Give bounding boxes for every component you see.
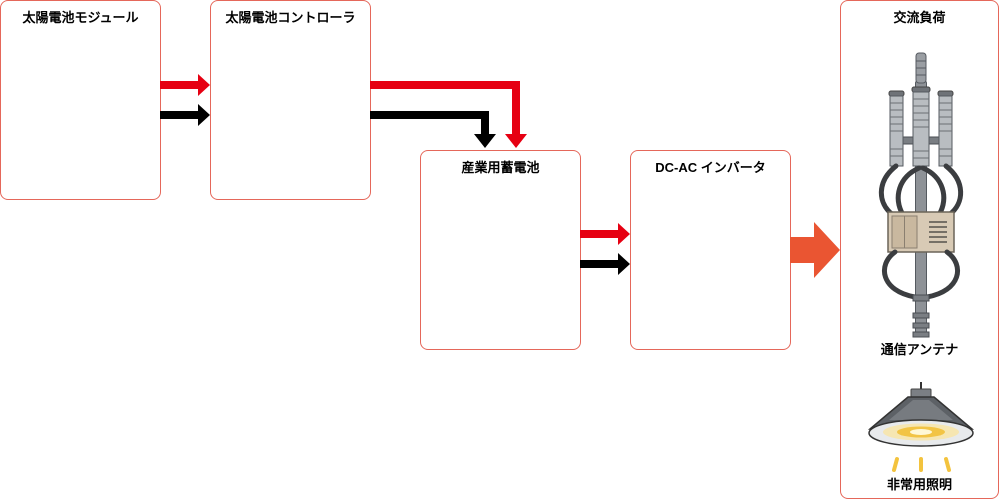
arrow-module-to-controller-red (160, 74, 210, 96)
solar-controller-label: 太陽電池コントローラ (225, 10, 356, 25)
light-ray-left (892, 457, 899, 472)
ac-load-label: 交流負荷 (893, 10, 946, 25)
storage-battery-box: 産業用蓄電池 (420, 150, 581, 350)
solar-module-label: 太陽電池モジュール (22, 10, 139, 25)
emergency-light-icon (867, 382, 975, 472)
ac-load-box: 交流負荷 (840, 0, 999, 499)
light-ray-right (944, 457, 951, 472)
arrow-inverter-to-load (790, 222, 840, 278)
communication-antenna-label: 通信アンテナ (880, 342, 959, 357)
solar-module-box: 太陽電池モジュール (0, 0, 161, 200)
arrow-battery-to-inverter-red (580, 223, 630, 245)
arrow-controller-to-battery-red (370, 81, 527, 148)
inverter-box: DC-AC インバータ (630, 150, 791, 350)
arrow-module-to-controller-black (160, 104, 210, 126)
inverter-label: DC-AC インバータ (655, 160, 766, 175)
solar-controller-box: 太陽電池コントローラ (210, 0, 371, 200)
communication-antenna-icon (878, 52, 964, 338)
emergency-light-label: 非常用照明 (886, 477, 952, 492)
arrow-battery-to-inverter-black (580, 253, 630, 275)
arrow-controller-to-battery-black (370, 111, 496, 148)
storage-battery-label: 産業用蓄電池 (461, 160, 540, 175)
